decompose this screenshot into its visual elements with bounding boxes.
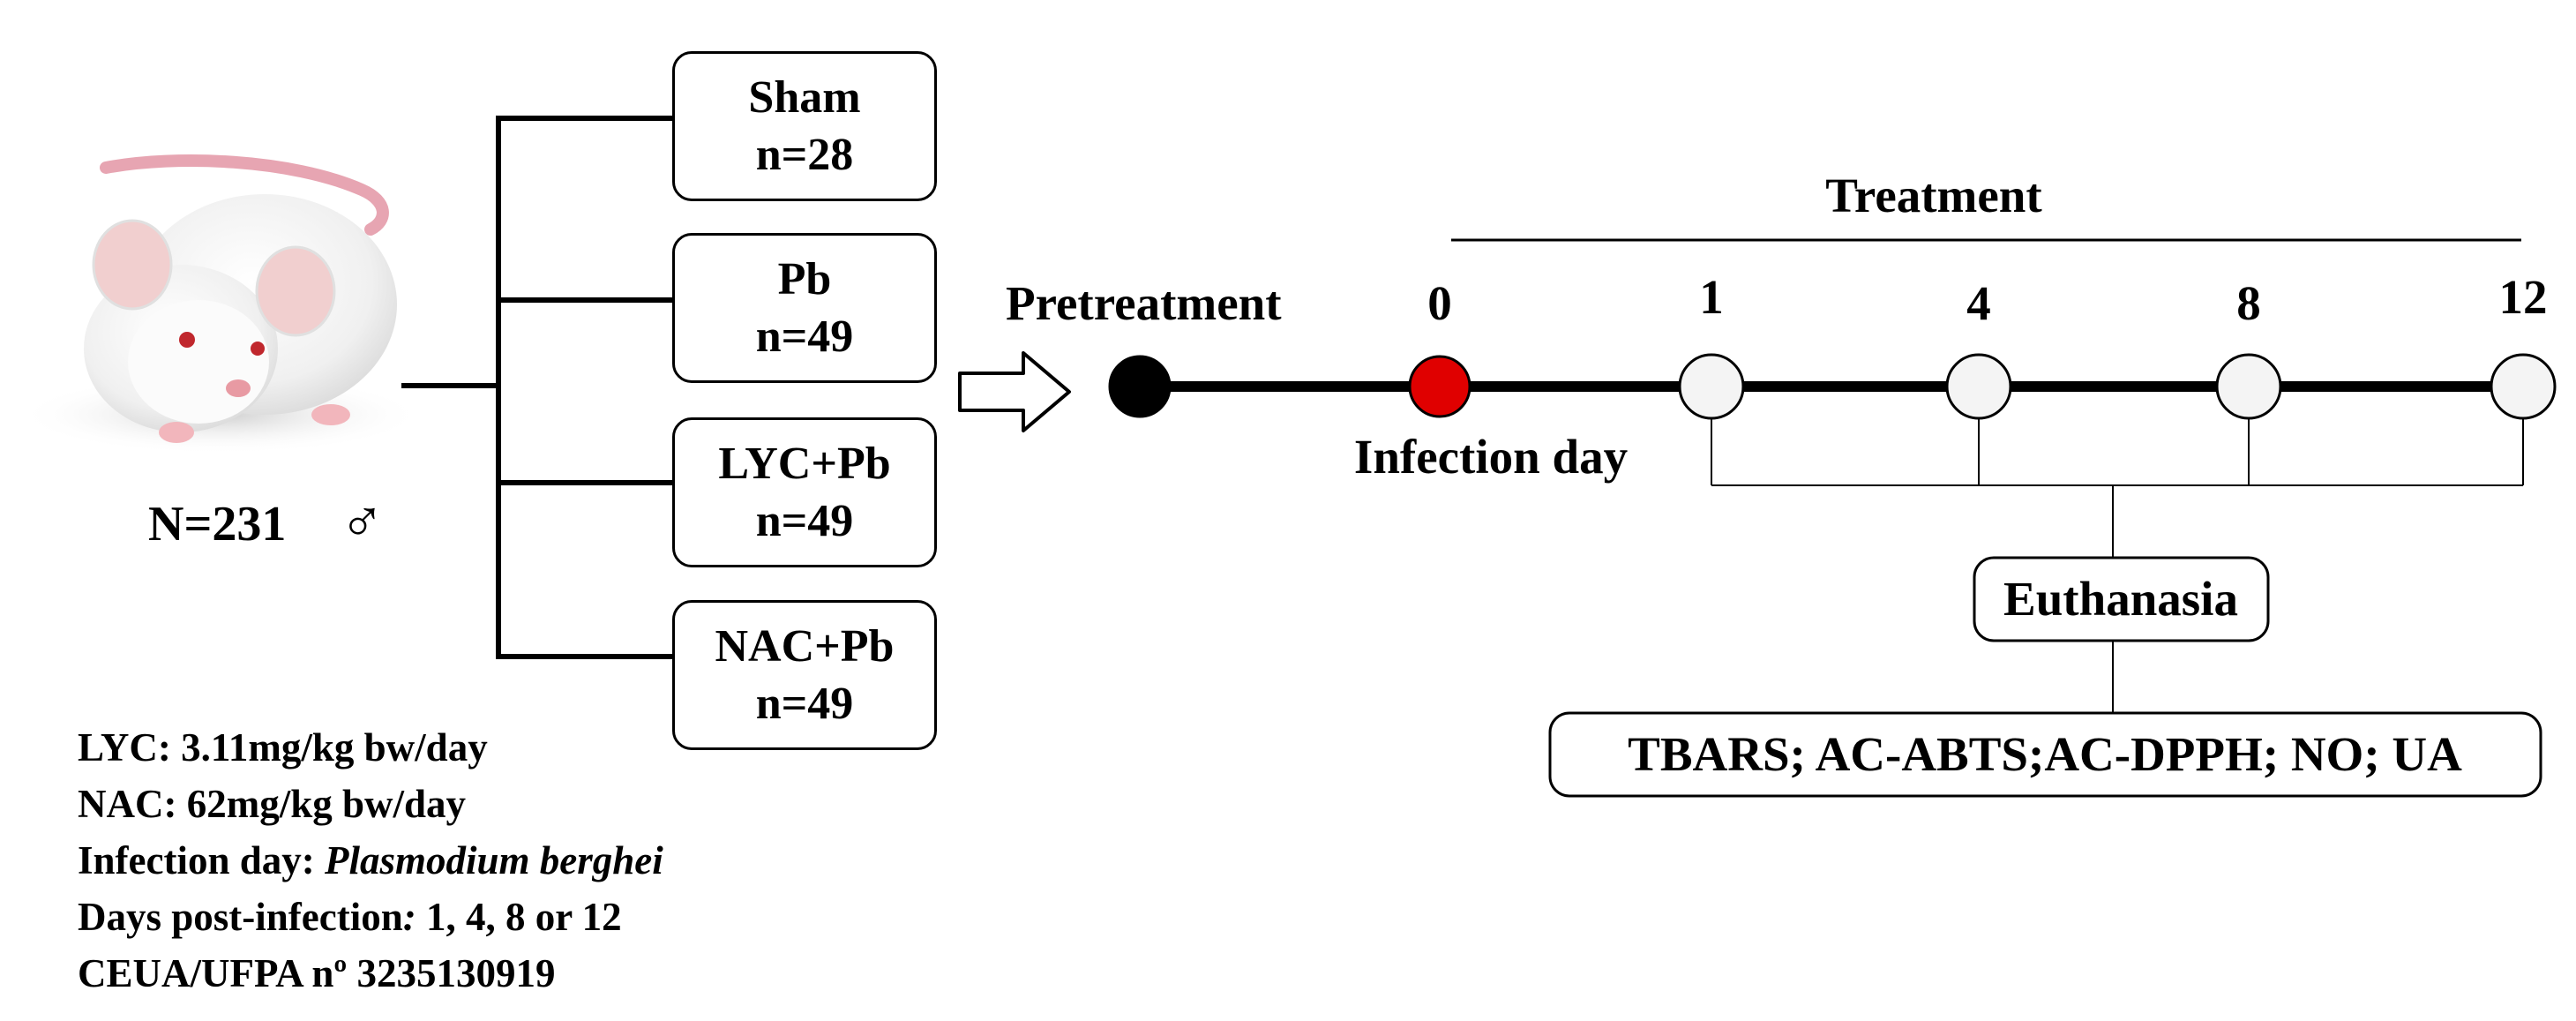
note-infection: Infection day: Plasmodium berghei [78, 832, 663, 889]
pretreatment-dot [1108, 355, 1172, 418]
note-nac: NAC: 62mg/kg bw/day [78, 782, 467, 826]
group-n: n=49 [755, 312, 854, 362]
day-label-1: 1 [1699, 270, 1724, 324]
day-dot-12 [2490, 353, 2557, 420]
infection-day-label: Infection day [1354, 430, 1628, 484]
group-name: Pb [777, 254, 832, 304]
arrow-icon [958, 351, 1071, 432]
day-dot-1 [1678, 353, 1745, 420]
note-days-prefix: Days post-infection [78, 895, 403, 939]
assays-label: TBARS; AC-ABTS;AC-DPPH; NO; UA [1628, 727, 2462, 781]
treatment-label: Treatment [1825, 169, 2042, 222]
infection-dot [1408, 355, 1471, 418]
day-label-0: 0 [1427, 276, 1452, 330]
note-days-values: 1, 4, 8 or 12 [416, 895, 622, 939]
assays-box [1548, 711, 2542, 798]
count-label: N=231 [148, 497, 286, 552]
day-label-4: 4 [1966, 276, 1991, 330]
group-box-nac-pb: NAC+Pb n=49 [672, 600, 937, 750]
pretreatment-label: Pretreatment [1006, 276, 1282, 330]
euthanasia-label: Euthanasia [2003, 572, 2238, 626]
group-tree-connectors [401, 116, 672, 659]
euthanasia-connectors [1711, 387, 2524, 713]
day-label-8: 8 [2236, 276, 2261, 330]
note-lyc: LYC: 3.11mg/kg bw/day [78, 725, 488, 770]
note-ethics: CEUA/UFPA nº 3235130919 [78, 951, 556, 995]
group-name: NAC+Pb [715, 621, 895, 672]
group-name: Sham [748, 72, 861, 123]
group-n: n=49 [755, 679, 854, 729]
day-dot-4 [1945, 353, 2012, 420]
group-box-pb: Pb n=49 [672, 233, 937, 383]
protocol-notes: LYC: 3.11mg/kg bw/day NAC: 62mg/kg bw/da… [78, 719, 663, 1002]
mouse-illustration [18, 154, 423, 454]
group-n: n=28 [755, 130, 854, 180]
group-box-sham: Sham n=28 [672, 51, 937, 201]
note-infection-species: Plasmodium berghei [325, 838, 663, 882]
day-dot-8 [2215, 353, 2282, 420]
note-infection-prefix: Infection day: [78, 838, 325, 882]
euthanasia-box [1973, 556, 2270, 642]
note-days: Days post-infection: 1, 4, 8 or 12 [78, 889, 663, 945]
male-symbol: ♂ [340, 488, 385, 555]
note-days-colon: : [402, 895, 416, 939]
day-label-12: 12 [2499, 270, 2548, 324]
group-box-lyc-pb: LYC+Pb n=49 [672, 417, 937, 567]
group-name: LYC+Pb [718, 439, 891, 489]
group-n: n=49 [755, 496, 854, 546]
